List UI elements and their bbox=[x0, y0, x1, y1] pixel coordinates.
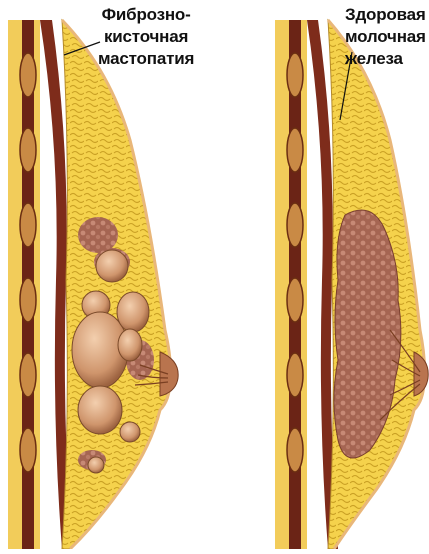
fibrocystic-mastopathy-label: Фиброзно- кисточная мастопатия bbox=[98, 4, 194, 70]
label-right-line1: Здоровая bbox=[345, 4, 426, 26]
left-breast bbox=[8, 20, 178, 549]
right-breast bbox=[275, 20, 428, 549]
label-left-line1: Фиброзно- bbox=[98, 4, 194, 26]
label-right-line3: железа bbox=[345, 48, 426, 70]
left-nipple bbox=[160, 352, 178, 396]
label-right-line2: молочная bbox=[345, 26, 426, 48]
label-left-line2: кисточная bbox=[98, 26, 194, 48]
healthy-gland-label: Здоровая молочная железа bbox=[345, 4, 426, 70]
label-left-line3: мастопатия bbox=[98, 48, 194, 70]
